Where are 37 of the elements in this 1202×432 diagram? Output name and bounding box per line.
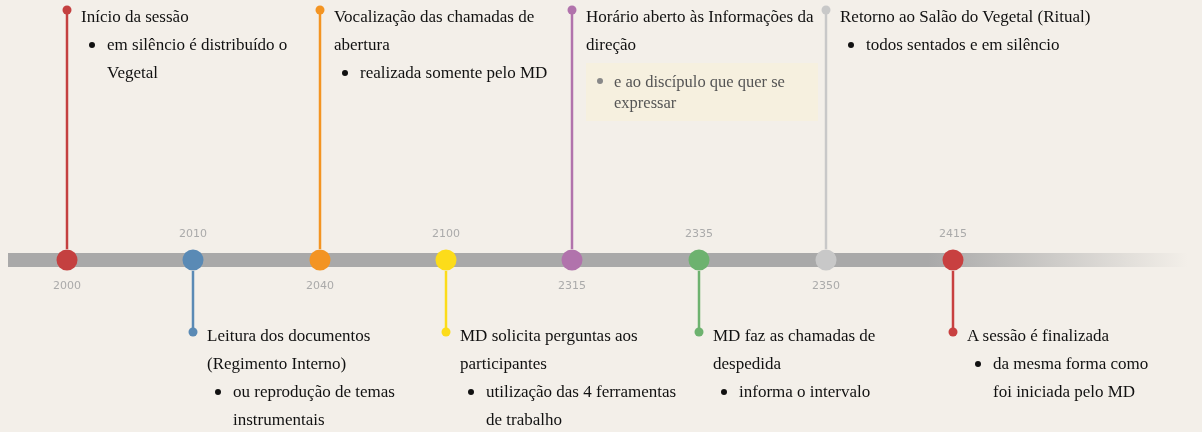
event-title: Início da sessão (81, 6, 190, 28)
year-label: 2350 (812, 279, 840, 292)
year-label: 2335 (685, 227, 713, 240)
timeline-dot (561, 249, 583, 271)
timeline-dot (435, 249, 457, 271)
leader-line (694, 271, 704, 337)
leader-line (62, 5, 72, 249)
bullet-text: todos sentados e em silêncio (866, 35, 1060, 54)
event-title: A sessão é finalizada (967, 325, 1111, 347)
event-title: Leitura dos documentos (Regimento Interno) (207, 325, 372, 375)
leader-line (821, 5, 831, 249)
timeline-dot (309, 249, 331, 271)
year-label: 2315 (558, 279, 586, 292)
timeline-dot (815, 249, 837, 271)
bullet-text: em silêncio é distribuído o Vegetal (107, 35, 288, 82)
bullet-text: e ao discípulo que quer se expressar (614, 72, 785, 112)
event-title: Horário aberto às Informações da direção (586, 6, 815, 56)
timeline-dot (942, 249, 964, 271)
year-label: 2010 (179, 227, 207, 240)
bullet-text: da mesma forma como foi iniciada pelo MD (993, 354, 1149, 401)
year-label: 2100 (432, 227, 460, 240)
year-label: 2415 (939, 227, 967, 240)
leader-line (188, 271, 198, 337)
bullet-text: informa o intervalo (739, 382, 871, 401)
bullet-text: ou reprodução de temas instrumentais (233, 382, 395, 429)
bullet-text: utilização das 4 ferramentas de trabalho (486, 382, 677, 429)
leader-line (441, 271, 451, 337)
leader-line (948, 271, 958, 337)
bullet-text: realizada somente pelo MD (360, 63, 548, 82)
year-label: 2000 (53, 279, 81, 292)
leader-line (567, 5, 577, 249)
leader-line (315, 5, 325, 249)
timeline-dot (688, 249, 710, 271)
timeline-dot (56, 249, 78, 271)
year-label: 2040 (306, 279, 334, 292)
event-title: Retorno ao Salão do Vegetal (Ritual) (840, 6, 1092, 28)
timeline-dot (182, 249, 204, 271)
